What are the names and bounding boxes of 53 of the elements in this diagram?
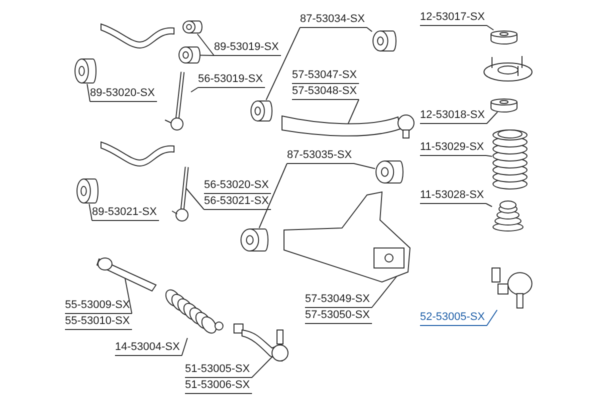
leader-line xyxy=(486,310,498,326)
leader-line xyxy=(196,34,214,56)
leader-line xyxy=(181,338,188,356)
leader-line xyxy=(88,204,92,221)
part-number: 12-53018-SX xyxy=(420,108,487,124)
part-number: 51-53005-SX xyxy=(185,362,252,378)
part-number: 87-53035-SX xyxy=(287,148,354,164)
leader-line xyxy=(486,112,498,124)
bushing-drawing xyxy=(240,228,268,252)
leader-line xyxy=(190,87,198,92)
leader-line xyxy=(366,27,372,32)
part-number: 89-53020-SX xyxy=(90,86,157,102)
leader-line xyxy=(200,54,214,56)
part-number: 57-53049-SX xyxy=(305,292,372,308)
part-number: 52-53005-SX xyxy=(420,310,487,326)
leader-line xyxy=(184,186,204,210)
bump-stop-drawing xyxy=(492,198,524,232)
leader-line xyxy=(86,84,90,102)
part-number: 89-53021-SX xyxy=(92,205,159,221)
bushing-drawing xyxy=(178,46,200,64)
leader-line xyxy=(371,276,398,308)
part-number: 87-53034-SX xyxy=(300,12,367,28)
mount-cap-drawing xyxy=(490,98,518,112)
leader-line xyxy=(348,99,360,124)
bushing-drawing xyxy=(182,20,202,34)
part-number: 55-53009-SX xyxy=(65,298,132,314)
bushing-drawing xyxy=(250,100,272,122)
part-number: 11-53029-SX xyxy=(420,140,486,156)
part-number: 12-53017-SX xyxy=(420,10,487,26)
part-number: 55-53010-SX xyxy=(65,314,132,330)
dust-boot-drawing xyxy=(492,128,528,190)
leader-line xyxy=(353,163,376,170)
leader-line xyxy=(486,155,492,157)
part-number: 57-53048-SX xyxy=(292,84,359,100)
bushing-drawing xyxy=(372,30,396,52)
part-number: 56-53020-SX xyxy=(204,178,271,194)
part-number: 57-53047-SX xyxy=(292,68,359,84)
leader-line xyxy=(486,25,494,30)
leader-line xyxy=(124,278,132,314)
bushing-drawing xyxy=(76,178,98,204)
part-number: 56-53019-SX xyxy=(198,72,265,88)
part-number: 57-53050-SX xyxy=(305,308,372,324)
leader-line xyxy=(266,27,300,100)
leader-line xyxy=(486,203,492,208)
bushing-drawing xyxy=(375,160,403,184)
part-number: 51-53006-SX xyxy=(185,378,252,394)
part-number: 14-53004-SX xyxy=(115,340,182,356)
mount-cap-drawing xyxy=(490,30,518,44)
leader-line xyxy=(258,163,288,228)
part-number: 11-53028-SX xyxy=(420,188,486,204)
bushing-drawing xyxy=(74,58,96,84)
part-number: 89-53019-SX xyxy=(214,40,281,56)
part-number: 56-53021-SX xyxy=(204,194,271,210)
